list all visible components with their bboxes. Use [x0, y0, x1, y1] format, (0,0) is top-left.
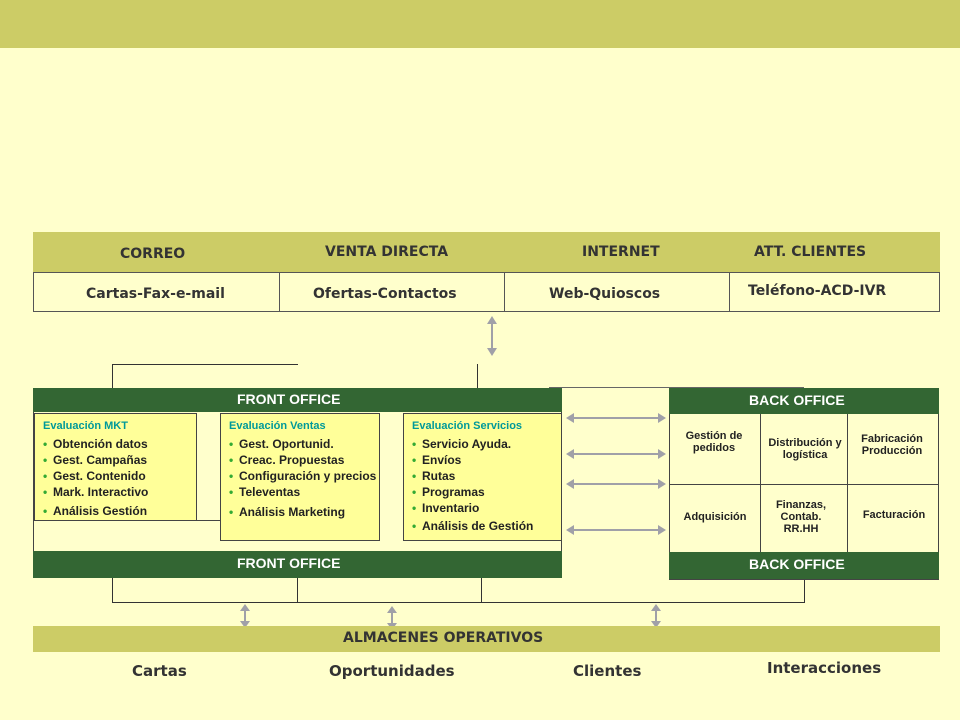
almacen-oportunidades: Oportunidades	[329, 662, 455, 680]
divider	[760, 414, 761, 552]
connector-line	[112, 578, 113, 602]
back-office-title: BACK OFFICE	[749, 392, 845, 408]
back-office-header: BACK OFFICE	[669, 388, 939, 414]
channel-att-clientes: ATT. CLIENTES	[754, 244, 867, 260]
list-item: Programas	[412, 484, 533, 500]
almacen-interacciones: Interacciones	[767, 659, 882, 677]
list-item: Gest. Campañas	[43, 452, 148, 468]
front-office-footer-title: FRONT OFFICE	[237, 555, 341, 571]
back-office-fabricacion: Fabricación Producción	[861, 433, 923, 457]
panel-evaluacion-ventas: Evaluación Ventas Gest. Oportunid. Creac…	[220, 413, 380, 541]
front-office-title: FRONT OFFICE	[237, 391, 341, 407]
list-item: Mark. Interactivo	[43, 484, 148, 500]
list-item: Servicio Ayuda.	[412, 436, 533, 452]
front-office-footer: FRONT OFFICE	[33, 551, 562, 578]
list-item: Gest. Oportunid.	[229, 436, 377, 452]
back-office-finanzas: Finanzas, Contab. RR.HH	[775, 499, 827, 535]
panel-title: Evaluación Ventas	[229, 420, 326, 432]
connector-line	[112, 602, 298, 603]
list-item: Envíos	[412, 452, 533, 468]
connector-line	[549, 387, 804, 388]
list-item: Análisis Gestión	[43, 503, 148, 519]
double-arrow-icon	[566, 479, 666, 489]
connector-line	[297, 602, 804, 603]
panel-title: Evaluación Servicios	[412, 420, 523, 432]
panel-list: Servicio Ayuda. Envíos Rutas Programas I…	[412, 436, 533, 534]
subchannel-divider	[279, 273, 280, 311]
list-item: Configuración y precios	[229, 468, 377, 484]
back-office-facturacion: Facturación	[862, 509, 926, 521]
back-office-adquisicion: Adquisición	[683, 511, 747, 523]
subchannel-ofertas: Ofertas-Contactos	[313, 286, 457, 302]
list-item: Creac. Propuestas	[229, 452, 377, 468]
subchannel-row	[33, 272, 940, 312]
connector-line	[112, 364, 113, 388]
connector-line	[297, 578, 298, 602]
connector-line	[481, 578, 482, 602]
panel-list: Gest. Oportunid. Creac. Propuestas Confi…	[229, 436, 377, 520]
double-arrow-icon	[566, 449, 666, 459]
almacen-clientes: Clientes	[573, 662, 642, 680]
almacen-cartas: Cartas	[132, 662, 187, 680]
subchannel-web: Web-Quioscos	[549, 286, 661, 302]
double-arrow-icon	[566, 413, 666, 423]
double-arrow-icon	[566, 525, 666, 535]
divider	[669, 484, 939, 485]
panel-title: Evaluación MKT	[43, 420, 128, 432]
panel-evaluacion-servicios: Evaluación Servicios Servicio Ayuda. Env…	[403, 413, 562, 541]
double-arrow-icon	[240, 604, 250, 628]
divider	[847, 414, 848, 552]
list-item: Televentas	[229, 484, 377, 500]
double-arrow-icon	[487, 316, 497, 356]
back-office-footer-title: BACK OFFICE	[749, 556, 845, 572]
connector-line	[804, 580, 805, 603]
subchannel-divider	[504, 273, 505, 311]
list-item: Obtención datos	[43, 436, 148, 452]
channel-correo: CORREO	[120, 246, 186, 262]
double-arrow-icon	[651, 604, 661, 628]
top-band	[0, 0, 960, 48]
channel-internet: INTERNET	[582, 244, 660, 260]
list-item: Inventario	[412, 500, 533, 516]
almacenes-bar	[33, 626, 940, 652]
back-office-footer: BACK OFFICE	[669, 552, 939, 579]
back-office-distribucion: Distribución y logística	[768, 437, 842, 461]
back-office-gestion-pedidos: Gestión de pedidos	[685, 430, 743, 454]
panel-list: Obtención datos Gest. Campañas Gest. Con…	[43, 436, 148, 519]
subchannel-cartas: Cartas-Fax-e-mail	[86, 286, 225, 302]
subchannel-divider	[729, 273, 730, 311]
almacenes-title: ALMACENES OPERATIVOS	[343, 630, 544, 646]
list-item: Gest. Contenido	[43, 468, 148, 484]
subchannel-telefono: Teléfono-ACD-IVR	[748, 283, 887, 299]
front-office-header: FRONT OFFICE	[33, 388, 562, 412]
list-item: Análisis de Gestión	[412, 518, 533, 534]
connector-line	[477, 364, 478, 388]
channel-venta-directa: VENTA DIRECTA	[325, 244, 449, 260]
list-item: Análisis Marketing	[229, 504, 377, 520]
panel-evaluacion-mkt: Evaluación MKT Obtención datos Gest. Cam…	[34, 413, 197, 521]
list-item: Rutas	[412, 468, 533, 484]
channel-header-bar	[33, 232, 940, 272]
connector-line	[112, 364, 298, 365]
